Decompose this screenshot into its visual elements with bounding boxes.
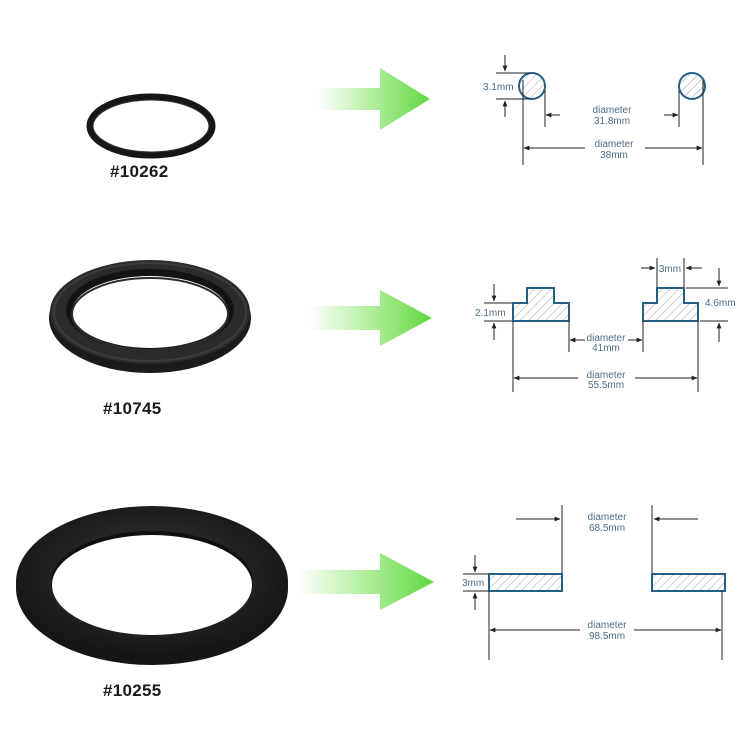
part-number-label: #10262 — [110, 162, 169, 181]
washer-outer-diameter-word: diameter — [588, 620, 628, 631]
arrow-icon — [298, 553, 434, 610]
stepped-step-width-label: 3mm — [659, 264, 681, 275]
oring-outer-diameter-value: 38mm — [600, 150, 628, 161]
part-number-label: #10745 — [103, 399, 162, 418]
arrow-icon — [310, 290, 432, 346]
arrow-icon — [318, 68, 430, 130]
oring-inner-diameter-word: diameter — [593, 105, 633, 116]
stepped-outer-diameter-word: diameter — [587, 370, 627, 381]
oring-thickness-label: 3.1mm — [483, 82, 514, 93]
row-oring — [86, 55, 706, 165]
row-flat-washer — [16, 505, 726, 665]
stepped-total-height-label: 4.6mm — [705, 298, 736, 309]
washer-outer-diameter-value: 98.5mm — [589, 631, 625, 642]
stepped-inner-diameter-value: 41mm — [592, 343, 620, 354]
oring-icon — [86, 93, 216, 159]
oring-outer-diameter-word: diameter — [595, 139, 635, 150]
washer-thickness-label: 3mm — [462, 578, 484, 589]
row-stepped-gasket — [49, 258, 728, 392]
oring-inner-diameter-value: 31.8mm — [594, 116, 630, 127]
flat-washer-icon — [16, 506, 288, 665]
oring-cross-section — [496, 55, 706, 165]
stepped-cross-section — [484, 258, 728, 392]
washer-inner-diameter-value: 68.5mm — [589, 523, 625, 534]
washer-inner-diameter-word: diameter — [588, 512, 628, 523]
stepped-inner-diameter-word: diameter — [587, 333, 627, 344]
stepped-gasket-icon — [49, 260, 251, 373]
stepped-outer-diameter-value: 55.5mm — [588, 380, 624, 391]
washer-cross-section — [463, 505, 726, 660]
stepped-base-height-label: 2.1mm — [475, 308, 506, 319]
part-number-label: #10255 — [103, 681, 162, 700]
